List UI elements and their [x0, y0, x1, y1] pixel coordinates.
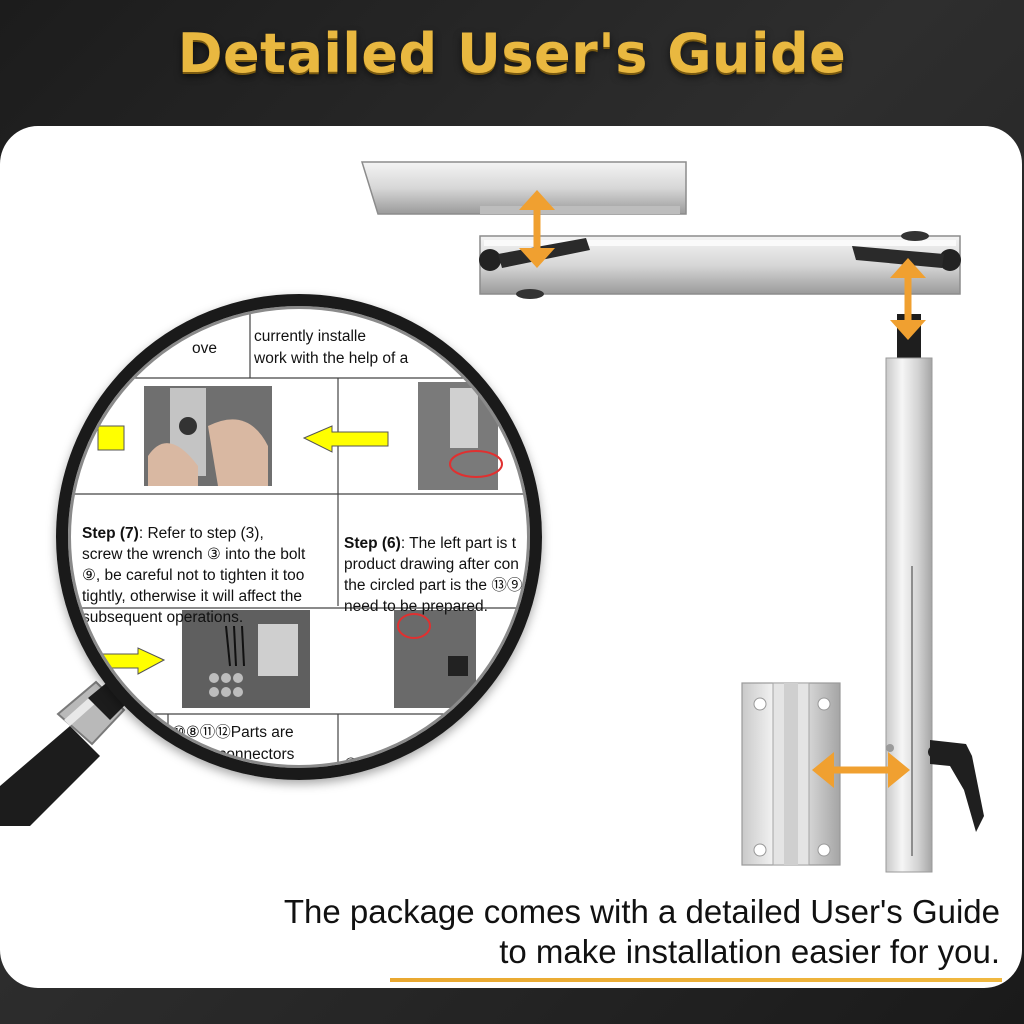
- pole-clamp-lever: [928, 740, 984, 832]
- arrow-mount-distance: [812, 752, 910, 788]
- step6-text: : The left part is t product drawing aft…: [344, 535, 523, 615]
- guide-parts-line2: tening connectors: [172, 746, 295, 763]
- guide-table-grid: [68, 306, 530, 766]
- caption: The package comes with a detailed User's…: [284, 892, 1000, 972]
- guide-arrow-yellow-3: [93, 647, 166, 675]
- step7-text: : Refer to step (3), screw the wrench ③ …: [82, 525, 306, 626]
- support-pole: [885, 314, 933, 873]
- bottom-band: [0, 988, 1024, 1024]
- arm-lever-right: [852, 246, 961, 271]
- guide-step7: Step (7): Refer to step (3), screw the w…: [82, 502, 336, 628]
- step7-label: Step (7): [82, 525, 139, 542]
- table-top-rail: [360, 161, 687, 215]
- guide-step6: Step (6): The left part is t product dra…: [344, 512, 530, 617]
- headline: Detailed User's Guide: [177, 22, 847, 85]
- guide-parts-line1: ⑩⑧⑪⑫Parts are: [172, 724, 294, 741]
- guide-document-view: ove currently installe work with the hel…: [68, 306, 530, 768]
- guide-top-left-cell: ove: [192, 340, 217, 357]
- table-mount-illustration: [360, 161, 984, 873]
- arrow-arm-height: [890, 258, 926, 340]
- magnifier-lens: ove currently installe work with the hel…: [68, 306, 530, 768]
- caption-line1: The package comes with a detailed User's…: [283, 893, 1000, 930]
- guide-parts-line3: ⑩The: [344, 756, 385, 768]
- guide-arrow-yellow-1: [302, 425, 389, 453]
- guide-arrow-yellow-2: [97, 425, 125, 451]
- swivel-arm: [479, 231, 961, 299]
- guide-top-right-line1: currently installe: [254, 328, 366, 345]
- magnifier-handle: [0, 680, 130, 826]
- guide-top-right-line2: work with the help of a: [254, 350, 409, 367]
- content-card: ove currently installe work with the hel…: [0, 126, 1022, 988]
- caption-underline: [390, 978, 1002, 982]
- caption-line2: to make installation easier for you.: [499, 933, 1000, 970]
- arrow-table-height: [519, 190, 555, 268]
- step6-label: Step (6): [344, 535, 401, 552]
